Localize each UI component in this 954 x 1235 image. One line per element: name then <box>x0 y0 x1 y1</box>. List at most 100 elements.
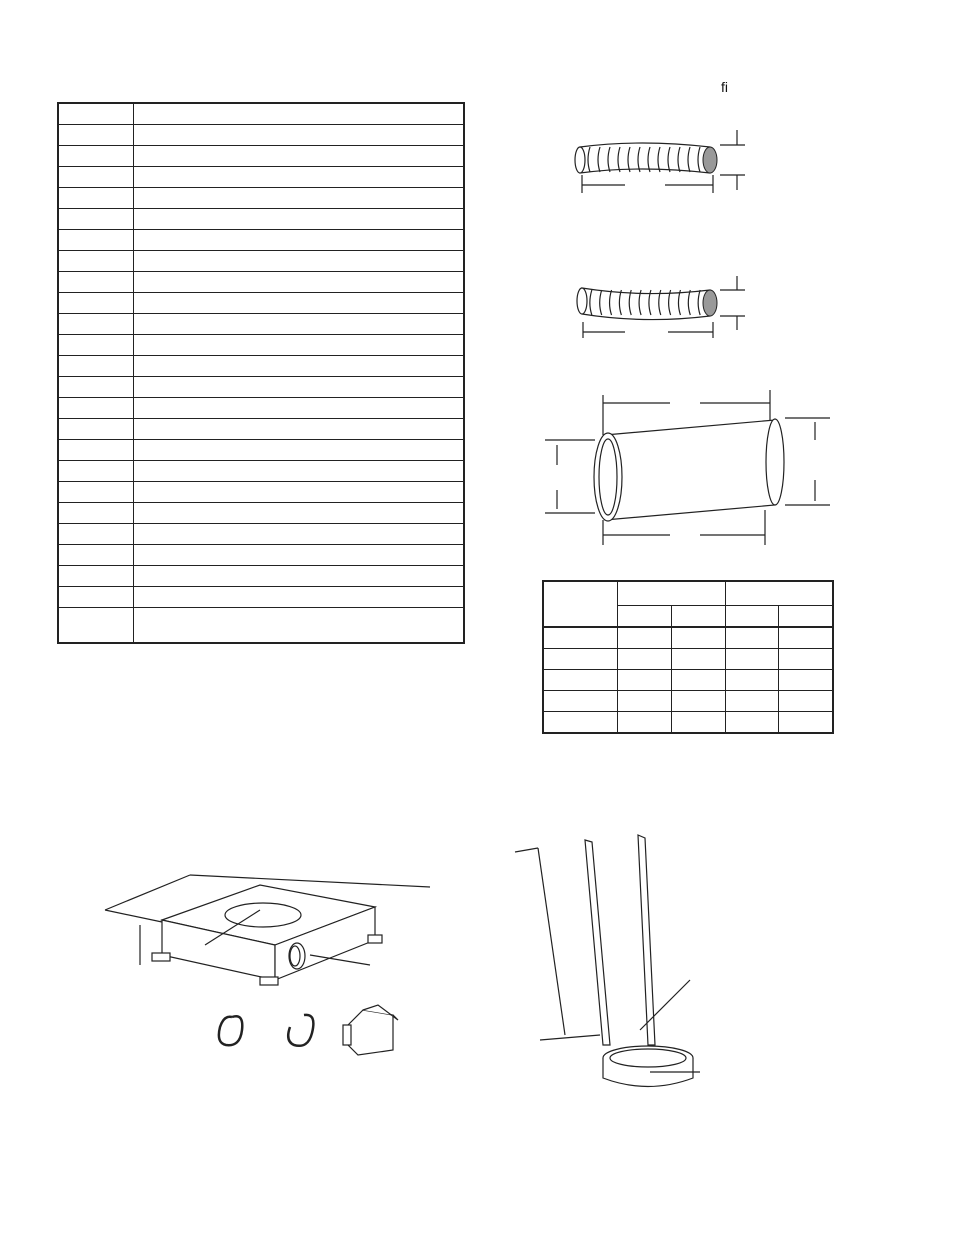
table-cell <box>57 565 134 587</box>
table-cell <box>57 523 134 545</box>
table-cell <box>57 292 134 314</box>
table-cell <box>133 102 465 125</box>
table-cell <box>542 690 619 712</box>
pipe-rib <box>608 289 613 316</box>
pipe-rib <box>647 146 651 173</box>
table-cell <box>57 250 134 272</box>
table-cell <box>724 711 780 734</box>
table-row <box>542 648 834 670</box>
dimension-table <box>542 580 834 734</box>
table-cell <box>617 626 673 649</box>
table-cell <box>133 418 465 440</box>
table-cell <box>617 669 673 691</box>
table-cell <box>778 648 834 670</box>
table-cell <box>133 292 465 314</box>
table-row <box>57 397 465 419</box>
pipe-rib <box>607 146 611 173</box>
table-cell <box>133 544 465 566</box>
support-strap-band-icon <box>514 834 700 1088</box>
table-cell <box>724 669 780 691</box>
termination-cap-icon <box>342 1004 399 1056</box>
flexible-liner-icon-2 <box>576 276 745 338</box>
table-row <box>542 669 834 691</box>
parts-table <box>57 102 465 644</box>
table-row <box>57 523 465 545</box>
table-cell <box>542 648 619 670</box>
pipe-rib <box>677 146 681 173</box>
table-cell <box>133 460 465 482</box>
table-row <box>57 102 465 125</box>
table-cell <box>57 586 134 608</box>
pipe-rib <box>618 289 622 316</box>
pipe-rib <box>589 289 593 316</box>
table-cell <box>133 376 465 398</box>
table-cell <box>778 690 834 712</box>
table-cell <box>133 313 465 335</box>
table-cell <box>57 397 134 419</box>
table-cell <box>57 187 134 209</box>
table-cell <box>57 439 134 461</box>
table-cell <box>133 397 465 419</box>
table-cell <box>724 648 780 670</box>
table-cell <box>57 355 134 377</box>
table-row <box>57 292 465 314</box>
table-cell <box>133 481 465 503</box>
table-cell <box>57 481 134 503</box>
pipe-rib <box>587 146 591 173</box>
table-cell <box>57 124 134 146</box>
table-cell <box>133 271 465 293</box>
table-cell <box>57 229 134 251</box>
pipe-rib <box>668 289 672 316</box>
table-row <box>542 711 834 734</box>
table-cell <box>617 690 673 712</box>
pipe-rib <box>677 289 682 316</box>
table-row <box>57 439 465 461</box>
table-cell <box>133 208 465 230</box>
base-plate-box-icon <box>104 874 431 986</box>
table-cell <box>57 145 134 167</box>
pipe-rib <box>697 289 701 316</box>
table-cell <box>133 586 465 608</box>
table-row <box>57 607 465 644</box>
table-row <box>57 355 465 377</box>
table-row <box>57 166 465 188</box>
table-cell <box>57 102 134 125</box>
pipe-rib <box>628 289 632 316</box>
pipe-rib <box>638 289 642 316</box>
table-row <box>57 229 465 251</box>
pipe-rib <box>687 146 691 173</box>
table-cell <box>133 565 465 587</box>
pipe-rib <box>637 146 641 173</box>
table-cell <box>57 418 134 440</box>
table-cell <box>778 669 834 691</box>
table-row <box>542 690 834 712</box>
table-row <box>57 376 465 398</box>
table-row <box>542 626 834 649</box>
pipe-rib <box>667 146 671 173</box>
table-cell <box>778 711 834 734</box>
table-cell <box>133 250 465 272</box>
pipe-rib <box>627 146 631 173</box>
pipe-rib <box>599 289 603 316</box>
table-cell <box>724 626 780 649</box>
table-cell <box>133 439 465 461</box>
pipe-rib <box>657 146 661 173</box>
table-cell <box>133 187 465 209</box>
coiled-liner-icon-2 <box>286 1013 315 1047</box>
table-cell <box>542 626 619 649</box>
table-cell <box>542 711 619 734</box>
table-cell <box>57 313 134 335</box>
table-row <box>57 145 465 167</box>
table-cell <box>57 271 134 293</box>
table-cell <box>133 229 465 251</box>
table-cell <box>133 523 465 545</box>
table-cell <box>57 607 134 644</box>
table-row <box>57 418 465 440</box>
table-cell <box>57 376 134 398</box>
table-cell <box>133 145 465 167</box>
table-cell <box>671 690 726 712</box>
table-cell <box>57 544 134 566</box>
pipe-rib <box>617 146 621 173</box>
table-row <box>57 124 465 146</box>
table-cell <box>57 166 134 188</box>
